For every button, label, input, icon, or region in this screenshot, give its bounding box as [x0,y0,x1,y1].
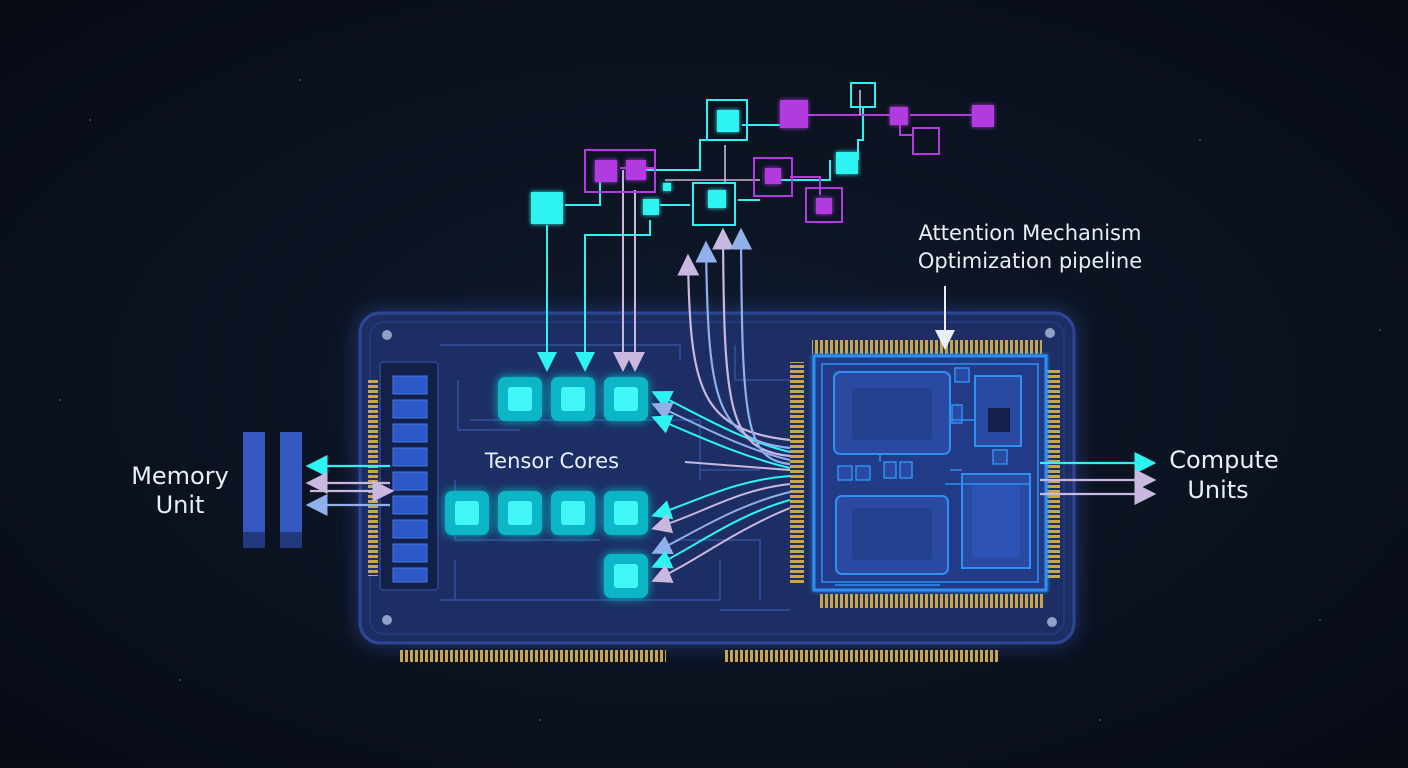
tensor-core [604,377,648,421]
node-cyan [836,152,858,174]
tensor-core [604,554,648,598]
node-frame-cyan [692,182,736,226]
edge-connector-right [724,650,1000,662]
chip-to-core-arrows [651,391,791,583]
memory-arrows [305,455,395,516]
node-cyan [708,190,726,208]
node-cyan [531,192,563,224]
network-graph [531,82,994,226]
node-magenta [890,107,908,125]
node-magenta [626,160,646,180]
network-links [537,90,972,372]
tensor-cores [445,377,648,598]
node-frame-magenta [805,187,843,223]
die-core [852,508,932,560]
die-cell [988,408,1010,432]
tensor-core [551,377,595,421]
memory-unit-label-line2: Unit [156,491,205,519]
node-frame-magenta [584,149,656,193]
edge-connector-left [400,650,666,662]
node-cyan [717,110,739,132]
background-stars [59,79,1381,721]
memory-slot [368,361,439,591]
node-magenta [780,100,808,128]
attention-label-line2: Optimization pipeline [918,249,1142,273]
node-magenta [595,160,617,182]
compute-units-label-line2: Units [1187,476,1248,504]
memory-unit-label-line1: Memory [131,462,229,490]
tensor-cores-label: Tensor Cores [484,449,619,473]
node-cyan [643,199,659,215]
node-magenta [972,105,994,127]
compute-units-label-line1: Compute [1169,446,1278,474]
node-frame-magenta [912,127,940,155]
memory-unit-block [243,432,302,548]
mount-hole [1045,328,1055,338]
node-frame-cyan [850,82,876,108]
mount-hole [1047,617,1057,627]
mount-hole [382,615,392,625]
node-frame-magenta [753,157,793,197]
compute-arrows [1040,452,1157,505]
die-block [974,375,1022,447]
attention-label-line1: Attention Mechanism [919,221,1142,245]
tensor-core [604,491,648,535]
tensor-core [498,491,542,535]
node-magenta [816,198,832,214]
tensor-core [551,491,595,535]
mount-hole [382,330,392,340]
node-frame-cyan [706,99,748,141]
node-cyan [663,183,671,191]
tensor-core [445,491,489,535]
die-core [852,388,932,440]
die-core [972,484,1020,558]
tensor-core [498,377,542,421]
processor-chip [790,340,1060,608]
node-magenta [765,168,781,184]
upward-arrows [677,227,791,466]
